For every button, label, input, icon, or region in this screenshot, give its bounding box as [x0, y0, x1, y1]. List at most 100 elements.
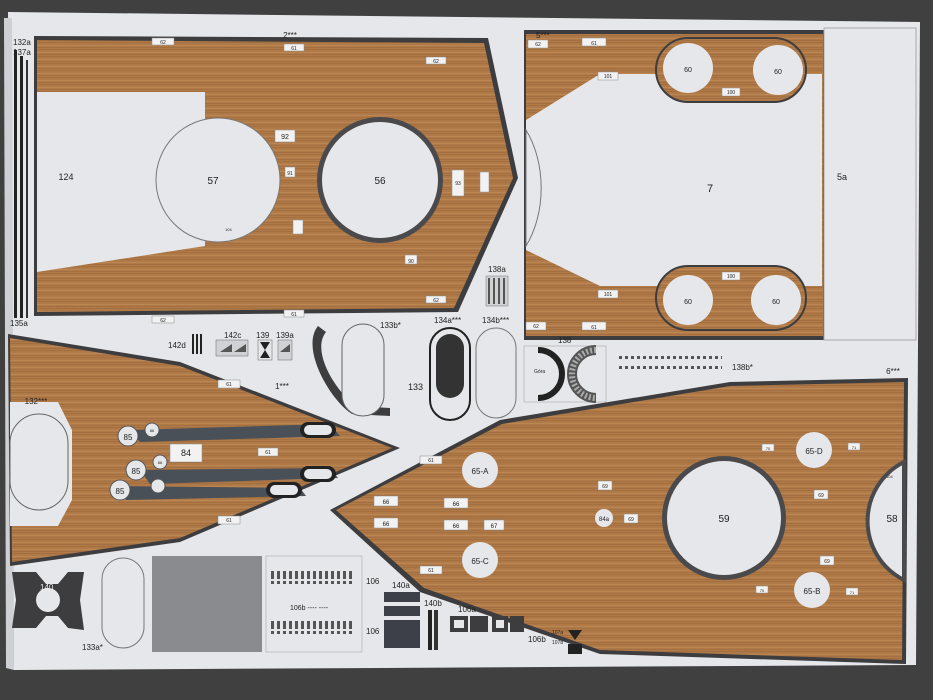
label-part-62-b: 62 — [433, 59, 439, 65]
label-part-132a: 132a — [13, 38, 31, 47]
label-part-142c: 142c — [224, 331, 241, 340]
label-part-140a: 140a — [392, 581, 410, 590]
label-part-61-d: 61 — [591, 325, 597, 331]
label-part-62-c: 62 — [160, 318, 166, 324]
part-138b-strip-b — [616, 366, 722, 371]
part-142c — [215, 339, 249, 357]
label-part-71-b: 71 — [850, 590, 855, 595]
label-part-58: 58 — [886, 514, 898, 525]
label-part-59: 59 — [718, 514, 730, 525]
label-part-57: 57 — [207, 176, 219, 187]
label-part-106-a: 106 — [366, 577, 380, 586]
label-part-62-f: 62 — [533, 324, 539, 330]
label-part-61-b: 61 — [291, 312, 297, 318]
label-part-56: 56 — [374, 176, 386, 187]
label-part-61-e: 61 — [265, 450, 271, 456]
label-part-69-b: 69 — [628, 517, 634, 523]
label-part-62-e: 62 — [535, 42, 541, 48]
label-part-140b: 140b — [424, 599, 442, 608]
part-133a — [101, 557, 145, 649]
label-part-132: 132*** — [25, 397, 48, 406]
label-part-65-d: 65-D — [805, 447, 823, 456]
label-part-124: 124 — [58, 172, 73, 182]
deck-part-1 — [8, 334, 400, 566]
label-part-133b: 133b* — [380, 321, 401, 330]
part-139a — [277, 339, 293, 361]
part-106-frame — [265, 555, 363, 653]
label-part-65-b: 65-B — [804, 587, 821, 596]
label-part-6: 6*** — [886, 367, 900, 376]
label-part-140: 140 — [40, 583, 54, 592]
label-part-135a: 135a — [10, 319, 28, 328]
label-part-1: 1*** — [275, 382, 289, 391]
part-138 — [523, 345, 607, 403]
label-part-101-b: 101 — [604, 292, 613, 298]
label-part-66-c: 66 — [453, 502, 460, 508]
deck-2-cutout — [37, 92, 205, 272]
label-part-69-c: 69 — [818, 493, 824, 499]
part-140a — [384, 592, 420, 648]
label-part-133a: 133a* — [82, 643, 103, 652]
label-part-89: 93 — [455, 181, 461, 187]
part-133b — [341, 323, 385, 417]
label-part-70-a: 70 — [766, 446, 771, 451]
label-part-104-a: 104 — [225, 227, 232, 232]
label-part-100-b: 100 — [727, 274, 736, 280]
label-part-7: 7 — [707, 183, 713, 195]
label-part-60-c: 60 — [684, 299, 692, 306]
label-part-106b: 106b — [528, 635, 546, 644]
part-grey-sheet — [152, 556, 262, 652]
label-part-106-b: 106 — [366, 627, 380, 636]
label-part-65-c: 65-C — [471, 557, 489, 566]
label-part-61-c: 61 — [591, 41, 597, 47]
label-part-104-b: 104 — [886, 474, 893, 479]
label-part-138: 138 — [558, 336, 572, 345]
part-106a — [450, 616, 524, 632]
label-part-134b: 134b*** — [482, 316, 509, 325]
label-part-101-a: 101 — [604, 74, 613, 80]
label-part-133: 133 — [408, 382, 423, 392]
part-140b — [428, 610, 438, 650]
label-part-69-a: 69 — [602, 484, 608, 490]
label-part-60-d: 60 — [772, 299, 780, 306]
turret-opening-58 — [865, 458, 906, 584]
label-part-66-d: 66 — [453, 524, 460, 530]
label-part-69-d: 69 — [824, 559, 830, 565]
label-part-2: 2*** — [283, 31, 297, 40]
label-part-86-b: 86 — [158, 460, 163, 465]
label-part-85-a: 85 — [124, 433, 133, 442]
label-part-137a: 137a — [13, 48, 31, 57]
deck-part-5 — [524, 27, 917, 341]
label-part-61-h: 61 — [428, 458, 434, 464]
label-part-5a: 5a — [837, 172, 847, 182]
label-part-66-a: 66 — [383, 500, 390, 506]
label-part-61-g: 61 — [226, 518, 232, 524]
label-part-100-a: 100 — [727, 90, 736, 96]
turret-opening-57 — [155, 117, 281, 243]
label-part-62-a: 62 — [160, 40, 166, 46]
label-part-61-i: 61 — [428, 568, 434, 574]
part-138b-strip-a — [616, 356, 722, 361]
part-134b — [475, 327, 517, 419]
label-part-70-b: 70 — [760, 588, 765, 593]
label-part-5: 5*** — [536, 31, 550, 40]
label-part-90: 90 — [408, 259, 414, 265]
label-part-106a: 106a — [458, 605, 476, 614]
label-part-71-a: 71 — [852, 445, 857, 450]
label-part-107a: 107a — [552, 630, 563, 636]
strip-parts-left — [14, 50, 28, 318]
label-part-86-a: 86 — [150, 428, 155, 433]
label-part-84a: 84a — [599, 517, 610, 523]
label-part-85-b: 85 — [132, 467, 141, 476]
label-part-139: 139 — [256, 331, 270, 340]
label-part-62-d: 62 — [433, 298, 439, 304]
label-part-84: 84 — [181, 448, 191, 458]
label-part-65-a: 65-A — [472, 467, 490, 476]
part-142d — [192, 334, 202, 354]
part-107 — [568, 630, 582, 654]
part-138a — [485, 275, 509, 307]
label-part-138a: 138a — [488, 265, 506, 274]
label-part-60-a: 60 — [684, 67, 692, 74]
part-140 — [12, 572, 84, 630]
